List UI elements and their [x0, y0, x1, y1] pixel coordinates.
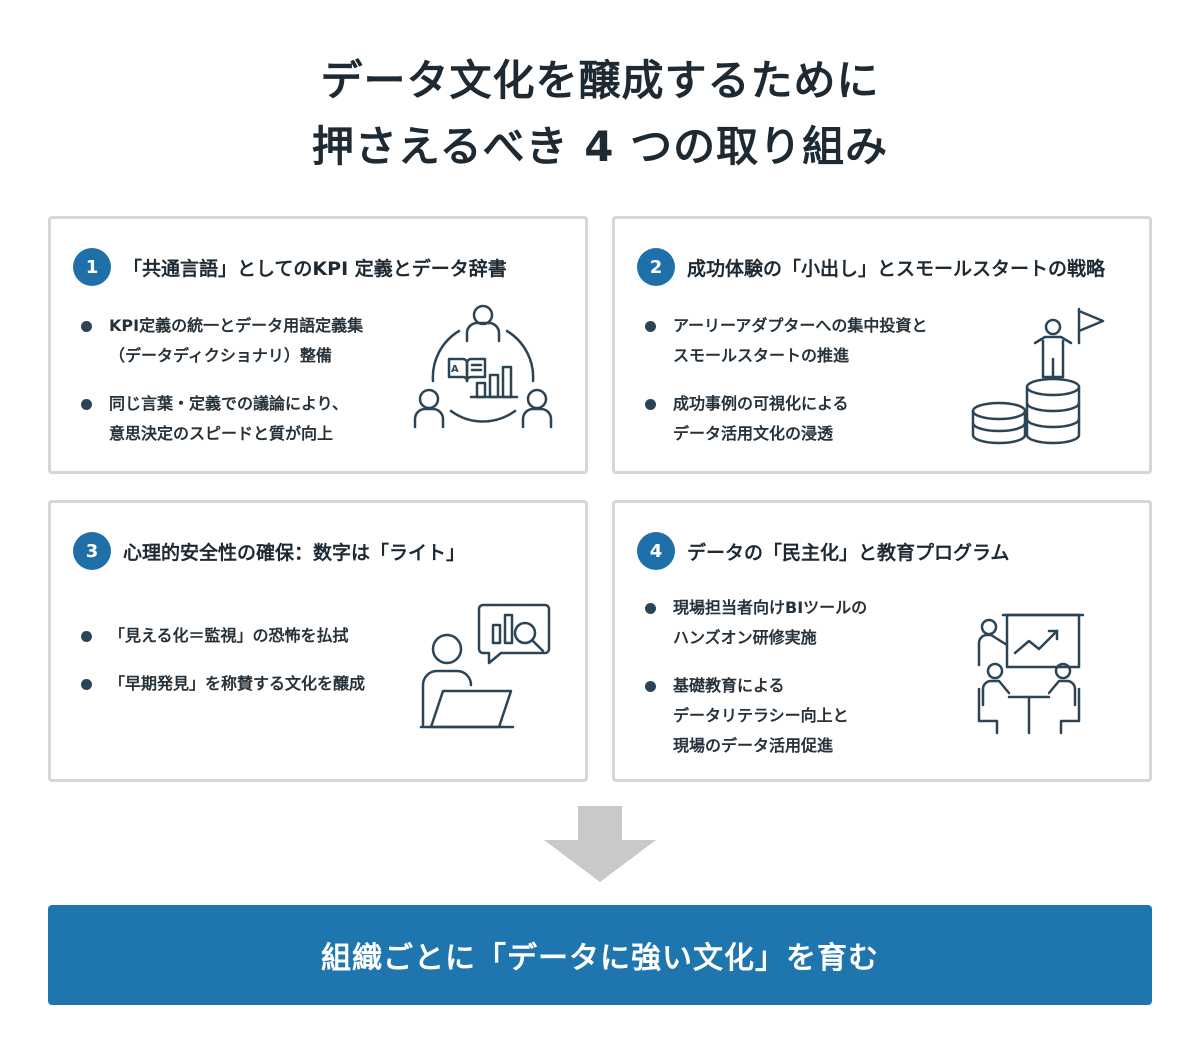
card-4: 4 データの「民主化」と教育プログラム 現場担当者向けBIツールの ハンズオン研… — [612, 500, 1152, 782]
svg-text:A: A — [451, 364, 459, 375]
card-4-header: 4 データの「民主化」と教育プログラム — [637, 531, 1009, 571]
page-title-line2: 押さえるべき 4 つの取り組み — [311, 122, 889, 171]
card-4-title: データの「民主化」と教育プログラム — [687, 541, 1010, 564]
page-title-line1: データ文化を醸成するために — [320, 56, 880, 105]
card-1-title: 「共通言語」としてのKPI 定義とデータ辞書 — [123, 257, 507, 280]
card-2-bullets: アーリーアダプターへの集中投資と スモールスタートの推進 成功事例の可視化による… — [645, 311, 927, 467]
card-4-bullet-1: 現場担当者向けBIツールの ハンズオン研修実施 — [645, 593, 867, 653]
card-4-bullet-2: 基礎教育による データリテラシー向上と 現場のデータ活用促進 — [645, 671, 867, 761]
card-2-header: 2 成功体験の「小出し」とスモールスタートの戦略 — [637, 247, 1105, 287]
card-2-bullet-1: アーリーアダプターへの集中投資と スモールスタートの推進 — [645, 311, 927, 371]
card-3-header: 3 心理的安全性の確保：数字は「ライト」 — [73, 531, 465, 571]
card-1-bullet-2: 同じ言葉・定義での議論により、 意思決定のスピードと質が向上 — [81, 389, 363, 449]
card-3-title: 心理的安全性の確保：数字は「ライト」 — [123, 541, 466, 564]
card-3-number-badge: 3 — [73, 532, 111, 570]
card-1-bullets: KPI定義の統一とデータ用語定義集 （データディクショナリ）整備 同じ言葉・定義… — [81, 311, 363, 467]
conclusion-banner: 組織ごとに「データに強い文化」を育む — [48, 905, 1152, 1005]
card-1-header: 1 「共通言語」としてのKPI 定義とデータ辞書 — [73, 247, 507, 287]
card-3-bullet-2: 「早期発見」を称賛する文化を醸成 — [81, 669, 365, 699]
card-1-number-badge: 1 — [73, 248, 111, 286]
team-meeting-icon: A — [411, 301, 555, 441]
laptop-analysis-icon — [417, 599, 553, 731]
card-3-bullets: 「見える化＝監視」の恐怖を払拭 「早期発見」を称賛する文化を醸成 — [81, 621, 365, 717]
page-title: データ文化を醸成するために 押さえるべき 4 つの取り組み — [0, 48, 1200, 180]
coins-flag-icon — [971, 303, 1107, 447]
card-4-bullets: 現場担当者向けBIツールの ハンズオン研修実施 基礎教育による データリテラシー… — [645, 593, 867, 779]
card-1-bullet-1: KPI定義の統一とデータ用語定義集 （データディクショナリ）整備 — [81, 311, 363, 371]
card-2-title: 成功体験の「小出し」とスモールスタートの戦略 — [687, 257, 1106, 280]
card-4-number-badge: 4 — [637, 532, 675, 570]
card-3: 3 心理的安全性の確保：数字は「ライト」 「見える化＝監視」の恐怖を払拭 「早期… — [48, 500, 588, 782]
card-1: 1 「共通言語」としてのKPI 定義とデータ辞書 KPI定義の統一とデータ用語定… — [48, 216, 588, 474]
card-3-bullet-1: 「見える化＝監視」の恐怖を払拭 — [81, 621, 365, 651]
down-arrow-icon — [544, 806, 656, 886]
card-2-number-badge: 2 — [637, 248, 675, 286]
card-2-bullet-2: 成功事例の可視化による データ活用文化の浸透 — [645, 389, 927, 449]
training-presentation-icon — [973, 609, 1085, 737]
card-2: 2 成功体験の「小出し」とスモールスタートの戦略 アーリーアダプターへの集中投資… — [612, 216, 1152, 474]
